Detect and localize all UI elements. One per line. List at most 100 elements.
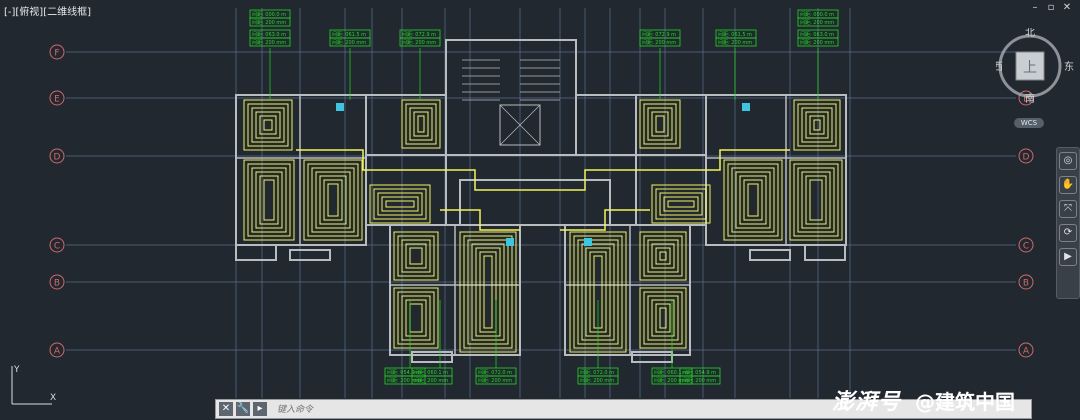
svg-text:D: D: [54, 153, 61, 163]
wall-outline: [289, 249, 331, 261]
command-prompt-icon[interactable]: ▸: [253, 402, 267, 416]
viewport-label[interactable]: [-][俯视][二维线框]: [4, 7, 92, 18]
axis-bubble-right-b: B: [1018, 274, 1034, 290]
axis-bubble-c: C: [49, 237, 65, 253]
zoom-extents-icon[interactable]: ⤧: [1059, 200, 1077, 218]
annotation-top_right_4: 间距: 000.0 m间距: 200 mm: [797, 9, 839, 27]
svg-text:间距: 200 mm: 间距: 200 mm: [800, 19, 834, 26]
axis-bubble-a: A: [49, 342, 65, 358]
annotation-top_right_3: 间距: 063.0 m间距: 200 mm: [797, 29, 839, 47]
minimize-icon[interactable]: –: [1032, 2, 1038, 13]
svg-text:间距: 061.5 m: 间距: 061.5 m: [718, 31, 752, 38]
heating-coil: [393, 287, 439, 349]
axis-bubble-e: E: [49, 90, 65, 106]
svg-text:A: A: [1023, 347, 1030, 357]
command-close-icon[interactable]: ✕: [219, 402, 233, 416]
svg-text:D: D: [1023, 153, 1030, 163]
watermark-author: @建筑中国: [915, 389, 1016, 414]
view-cube-face[interactable]: [1015, 51, 1045, 81]
pan-icon[interactable]: ✋: [1059, 176, 1077, 194]
svg-text:间距: 200 mm: 间距: 200 mm: [402, 39, 436, 46]
svg-text:间距: 200 mm: 间距: 200 mm: [478, 377, 512, 384]
svg-text:间距: 000.0 m: 间距: 000.0 m: [800, 11, 834, 18]
compass-west: 西: [996, 62, 1003, 73]
heating-coil: [243, 99, 293, 151]
view-cube[interactable]: 上 北 南 东 西: [993, 27, 1076, 108]
svg-text:间距: 060.1 m: 间距: 060.1 m: [654, 369, 688, 376]
wcs-menu[interactable]: WCS: [1014, 118, 1044, 128]
heating-coil: [243, 159, 295, 241]
close-icon[interactable]: ✕: [1062, 2, 1072, 13]
axis-bubble-f: F: [49, 44, 65, 60]
wall-outline: [235, 244, 277, 261]
annotation-bottom_right_1: 间距: 072.0 m间距: 200 mm: [577, 367, 619, 385]
svg-text:F: F: [54, 49, 59, 59]
svg-text:间距: 072.0 m: 间距: 072.0 m: [580, 369, 614, 376]
svg-text:C: C: [1023, 242, 1029, 252]
axis-bubbles-right: E D C B A: [1018, 90, 1034, 358]
svg-text:B: B: [1023, 279, 1029, 289]
view-cube-top-label: 上: [1023, 60, 1037, 76]
wall-outline: [804, 244, 846, 261]
annotation-bottom_left_1: 间距: 054.9 m间距: 200 mm: [384, 367, 426, 385]
axis-bubble-right-c: C: [1018, 237, 1034, 253]
manifold: [584, 238, 592, 246]
svg-text:间距: 200 mm: 间距: 200 mm: [800, 39, 834, 46]
window-controls: – ▫ ✕: [1030, 3, 1072, 13]
svg-text:间距: 063.0 m: 间距: 063.0 m: [252, 31, 286, 38]
heating-coil: [639, 99, 681, 149]
orbit-icon[interactable]: ⟳: [1059, 224, 1077, 242]
axis-bubble-b: B: [49, 274, 65, 290]
command-settings-icon[interactable]: 🔧: [236, 402, 250, 416]
heating-coil: [651, 184, 711, 224]
wall-outline: [459, 179, 611, 226]
svg-text:间距: 072.0 m: 间距: 072.0 m: [478, 369, 512, 376]
annotation-bottom_right_3: 间距: 054.9 m间距: 200 mm: [679, 367, 721, 385]
svg-text:间距: 054.9 m: 间距: 054.9 m: [387, 369, 421, 376]
svg-text:间距: 072.9 m: 间距: 072.9 m: [402, 31, 436, 38]
annotation-top_left_2: 间距: 063.0 m间距: 200 mm: [249, 29, 291, 47]
manifolds: [336, 103, 750, 246]
annotation-top_left_1: 间距: 000.0 m间距: 200 mm: [249, 9, 291, 27]
svg-text:间距: 054.9 m: 间距: 054.9 m: [682, 369, 716, 376]
svg-text:间距: 200 mm: 间距: 200 mm: [387, 377, 421, 384]
svg-text:间距: 060.1 m: 间距: 060.1 m: [414, 369, 448, 376]
svg-text:间距: 200 mm: 间距: 200 mm: [642, 39, 676, 46]
heating-coil: [793, 99, 841, 151]
wall-outline: [631, 351, 673, 363]
command-line: ✕ 🔧 ▸: [215, 399, 1032, 419]
watermark-logo: 澎湃号: [832, 390, 902, 415]
axis-bubble-right-e: E: [1018, 90, 1034, 106]
compass-south: 南: [1025, 92, 1035, 105]
wall-outline: [445, 39, 577, 156]
navigation-bar: ◎ ✋ ⤧ ⟳ ▶: [1056, 147, 1080, 299]
annotation-top_left_3: 间距: 061.5 m间距: 200 mm: [329, 29, 371, 47]
axis-bubbles-left: F E D C B A: [49, 44, 65, 358]
steering-wheel-icon[interactable]: ◎: [1059, 152, 1077, 170]
command-input[interactable]: [275, 403, 1031, 415]
compass-north: 北: [1025, 28, 1035, 39]
heating-coil: [459, 231, 517, 353]
wall-outline: [705, 94, 847, 246]
ucs-icon: Y X: [6, 362, 66, 416]
annotation-top_left_4: 间距: 072.9 m间距: 200 mm: [399, 29, 441, 47]
svg-text:间距: 200 mm: 间距: 200 mm: [252, 39, 286, 46]
restore-icon[interactable]: ▫: [1047, 2, 1055, 13]
annotation-bottom_left_3: 间距: 072.0 m间距: 200 mm: [475, 367, 517, 385]
axis-bubble-right-a: A: [1018, 342, 1034, 358]
showmotion-icon[interactable]: ▶: [1059, 248, 1077, 266]
axis-bubble-d: D: [49, 148, 65, 164]
annotation-top_right_1: 间距: 072.9 m间距: 200 mm: [639, 29, 681, 47]
heating-coil: [393, 231, 439, 281]
axis-grid: [66, 8, 1016, 398]
ucs-x-label: X: [50, 393, 56, 403]
manifold: [742, 103, 750, 111]
heating-coil: [723, 159, 783, 241]
svg-text:A: A: [54, 347, 61, 357]
annotation-bottom_left_2: 间距: 060.1 m间距: 200 mm: [411, 367, 453, 385]
svg-text:间距: 200 mm: 间距: 200 mm: [414, 377, 448, 384]
svg-text:E: E: [54, 95, 60, 105]
svg-text:间距: 200 mm: 间距: 200 mm: [252, 19, 286, 26]
